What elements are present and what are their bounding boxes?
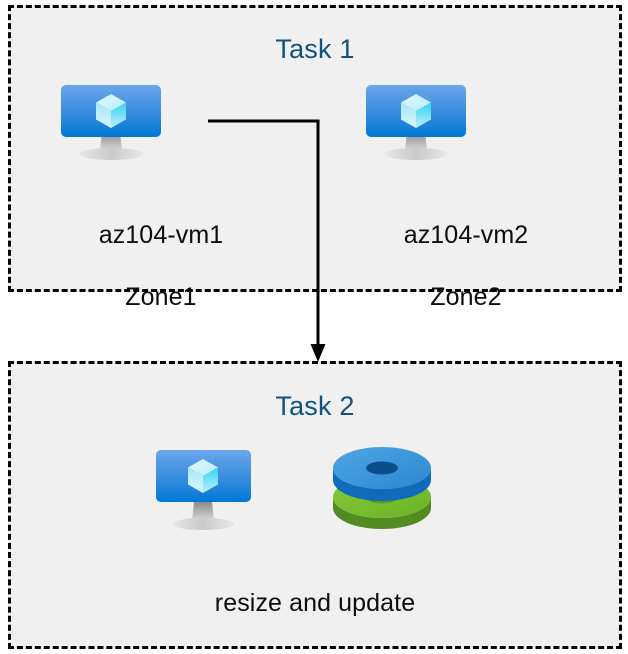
node-az104-vm2[interactable]: az104-vm2 Zone2 bbox=[361, 80, 571, 313]
managed-disks-icon bbox=[330, 445, 440, 540]
task-2-icon-row bbox=[150, 443, 450, 533]
task-2-caption: resize and update bbox=[8, 557, 622, 619]
node-az104-vm1-name: az104-vm1 bbox=[98, 221, 224, 249]
blue-disk bbox=[333, 447, 431, 501]
task-2-container: Task 2 bbox=[8, 361, 622, 649]
node-az104-vm2-label: az104-vm2 Zone2 bbox=[361, 189, 571, 313]
node-az104-vm1[interactable]: az104-vm1 Zone1 bbox=[56, 80, 266, 313]
task-2-title: Task 2 bbox=[275, 391, 355, 421]
virtual-machine-icon bbox=[150, 443, 270, 538]
task-2-caption-text: resize and update bbox=[214, 589, 416, 617]
down-arrow-icon bbox=[310, 344, 326, 362]
node-az104-vm2-zone: Zone2 bbox=[430, 283, 502, 311]
task-1-title: Task 1 bbox=[275, 34, 355, 64]
virtual-machine-icon bbox=[56, 80, 266, 169]
node-az104-vm1-zone: Zone1 bbox=[125, 283, 197, 311]
node-az104-vm2-name: az104-vm2 bbox=[403, 221, 529, 249]
virtual-machine-icon bbox=[361, 80, 571, 169]
node-az104-vm1-label: az104-vm1 Zone1 bbox=[56, 189, 266, 313]
